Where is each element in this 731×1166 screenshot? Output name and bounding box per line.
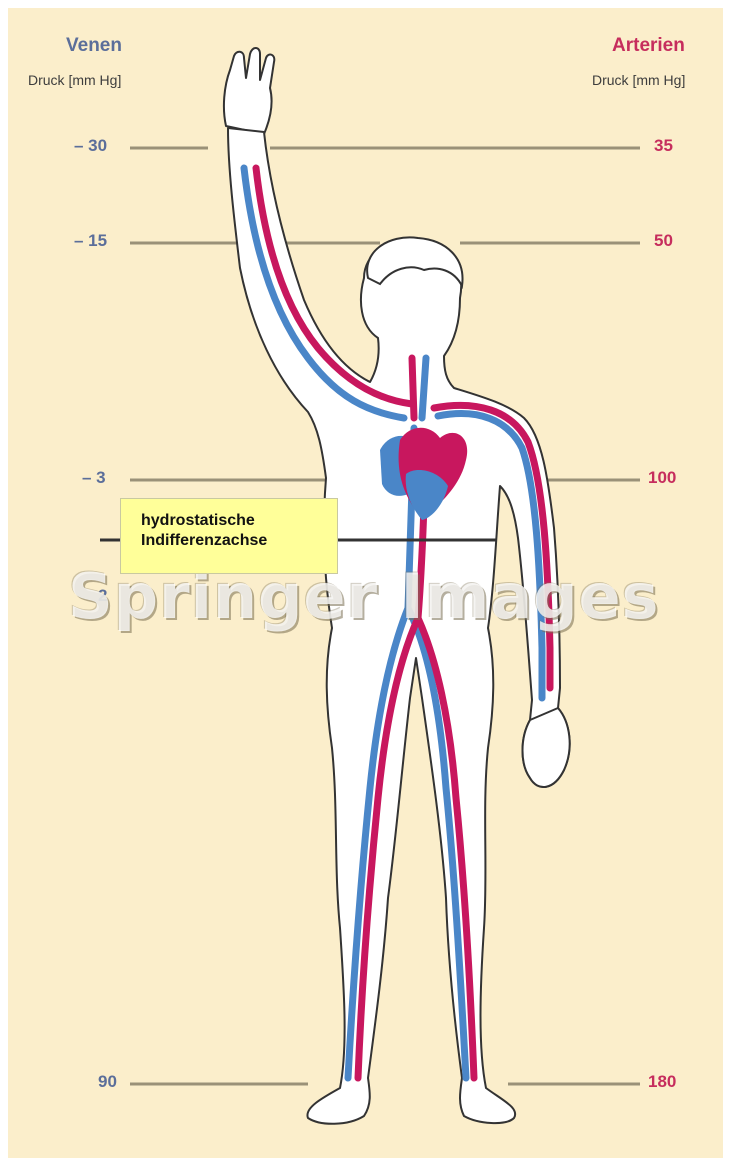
raised-hand bbox=[224, 48, 274, 134]
artery-pressure-5: 180 bbox=[648, 1072, 676, 1092]
veins-title: Venen bbox=[66, 35, 122, 57]
vein-neck bbox=[422, 358, 426, 418]
vein-pressure-1: – 30 bbox=[74, 136, 107, 156]
axis-label-line-1: hydrostatische bbox=[141, 511, 337, 531]
axis-label-line-2: Indifferenzachse bbox=[141, 531, 337, 551]
lowered-hand bbox=[523, 708, 570, 787]
vein-pressure-2: – 15 bbox=[74, 231, 107, 251]
arteries-title: Arterien bbox=[612, 35, 685, 57]
artery-pressure-3: 100 bbox=[648, 468, 676, 488]
vein-pressure-5: 90 bbox=[98, 1072, 117, 1092]
arteries-unit: Druck [mm Hg] bbox=[592, 72, 685, 88]
artery-neck bbox=[412, 358, 414, 418]
artery-pressure-2: 50 bbox=[654, 231, 673, 251]
diagram-canvas: Venen Druck [mm Hg] Arterien Druck [mm H… bbox=[8, 8, 723, 1158]
veins-unit: Druck [mm Hg] bbox=[28, 72, 121, 88]
artery-pressure-1: 35 bbox=[654, 136, 673, 156]
indifference-axis-label: hydrostatische Indifferenzachse bbox=[120, 498, 338, 574]
vein-pressure-3: – 3 bbox=[82, 468, 106, 488]
